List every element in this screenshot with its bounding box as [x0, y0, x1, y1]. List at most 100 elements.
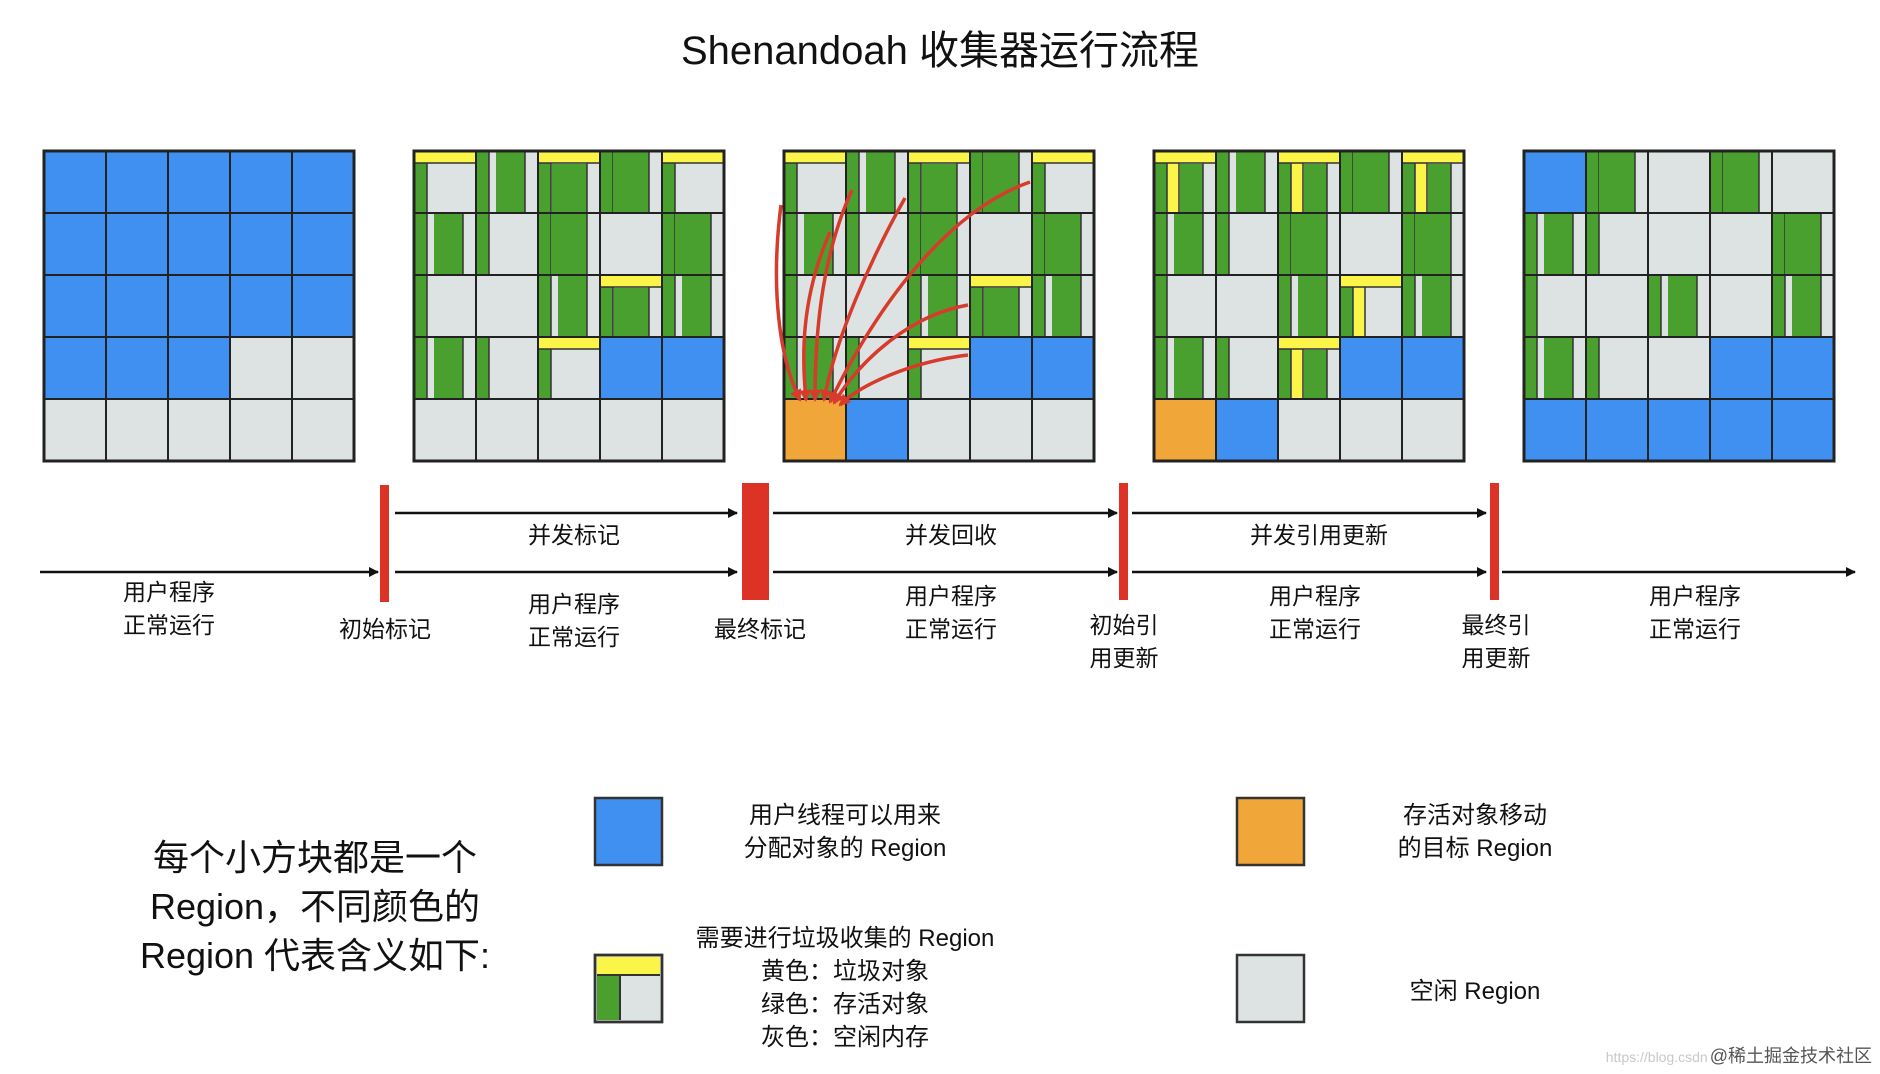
region-cell [1647, 274, 1711, 338]
region-cell [1031, 150, 1095, 214]
user-program-label: 用户程序 正常运行 [905, 583, 997, 642]
pause-label-initial-mark: 初始标记 [339, 616, 431, 642]
evacuation-arrow [828, 180, 1031, 404]
grid-border [412, 149, 726, 463]
region-cell [907, 150, 971, 214]
region-cell [413, 336, 477, 400]
region-cell [1153, 274, 1217, 338]
region-cell [1647, 336, 1711, 400]
region-cell [1215, 212, 1279, 276]
region-cell [599, 212, 663, 276]
region-cell [1585, 150, 1649, 214]
region-cell [1031, 398, 1095, 462]
region-cell [1277, 212, 1341, 276]
region-cell [1523, 336, 1587, 400]
user-program-label: 用户程序 正常运行 [123, 579, 215, 638]
region-grid-4 [1152, 149, 1466, 463]
region-cell [1339, 212, 1403, 276]
region-cell [1401, 336, 1465, 400]
region-cell [105, 212, 169, 276]
region-cell [291, 274, 355, 338]
region-cell [229, 274, 293, 338]
legend-text-mixed: 需要进行垃圾收集的 Region 黄色：垃圾对象 绿色：存活对象 灰色：空闲内存 [695, 925, 995, 1051]
phase-label-concurrent-update-refs: 并发引用更新 [1250, 522, 1388, 548]
pause-bar-final-update-refs [1490, 483, 1499, 600]
region-cell [1585, 274, 1649, 338]
region-cell [537, 336, 601, 400]
region-cell [105, 274, 169, 338]
region-cell [229, 212, 293, 276]
region-cell [969, 336, 1033, 400]
region-cell [1709, 336, 1773, 400]
region-cell [1339, 398, 1403, 462]
region-cell [167, 398, 231, 462]
region-cell [1339, 336, 1403, 400]
region-cell [167, 274, 231, 338]
region-cell [599, 274, 663, 338]
user-program-label: 用户程序 正常运行 [528, 591, 620, 650]
region-cell [1523, 150, 1587, 214]
region-cell [969, 212, 1033, 276]
region-grid-5 [1522, 149, 1836, 463]
legend-text-blue: 用户线程可以用来 分配对象的 Region [743, 802, 947, 862]
watermark: https://blog.csdn@稀土掘金技术社区 [1606, 1042, 1872, 1068]
region-cell [783, 398, 847, 462]
pause-bar-init-update-refs [1119, 483, 1128, 600]
watermark-text: @稀土掘金技术社区 [1709, 1046, 1872, 1066]
phase-label-concurrent-mark: 并发标记 [528, 522, 620, 548]
evacuation-arrow [799, 231, 832, 402]
region-cell [783, 212, 847, 276]
region-cell [599, 398, 663, 462]
region-cell [475, 336, 539, 400]
legend-swatch-mixed [593, 953, 664, 1024]
region-cell [1153, 212, 1217, 276]
region-cell [413, 398, 477, 462]
region-cell [167, 336, 231, 400]
region-cell [413, 274, 477, 338]
region-cell [475, 212, 539, 276]
region-cell [167, 150, 231, 214]
region-cell [1585, 212, 1649, 276]
region-cell [291, 398, 355, 462]
region-cell [1709, 398, 1773, 462]
region-cell [537, 212, 601, 276]
region-cell [1523, 274, 1587, 338]
region-cell [475, 398, 539, 462]
user-program-label: 用户程序 正常运行 [1649, 583, 1741, 642]
region-cell [229, 150, 293, 214]
region-cell [845, 398, 909, 462]
user-program-label: 用户程序 正常运行 [1269, 583, 1361, 642]
region-cell [661, 398, 725, 462]
region-cell [1277, 274, 1341, 338]
region-cell [1277, 150, 1341, 214]
region-cell [1401, 274, 1465, 338]
region-cell [537, 398, 601, 462]
region-cell [1647, 150, 1711, 214]
region-cell [1771, 150, 1835, 214]
region-cell [167, 212, 231, 276]
region-cell [105, 398, 169, 462]
region-cell [43, 150, 107, 214]
watermark-url: https://blog.csdn [1605, 1049, 1708, 1065]
region-cell [969, 398, 1033, 462]
region-cell [969, 274, 1033, 338]
region-cell [907, 398, 971, 462]
region-cell [783, 150, 847, 214]
region-cell [1215, 398, 1279, 462]
region-cell [1153, 398, 1217, 462]
region-cell [1277, 398, 1341, 462]
region-cell [907, 336, 971, 400]
region-cell [661, 274, 725, 338]
region-cell [1709, 274, 1773, 338]
region-cell [1709, 212, 1773, 276]
region-cell [1031, 336, 1095, 400]
region-cell [1339, 274, 1403, 338]
region-cell [661, 150, 725, 214]
region-cell [291, 150, 355, 214]
region-cell [1277, 336, 1341, 400]
grid-border [782, 149, 1096, 463]
region-cell [845, 212, 909, 276]
region-cell [43, 336, 107, 400]
pause-bar-final-mark [742, 483, 769, 600]
